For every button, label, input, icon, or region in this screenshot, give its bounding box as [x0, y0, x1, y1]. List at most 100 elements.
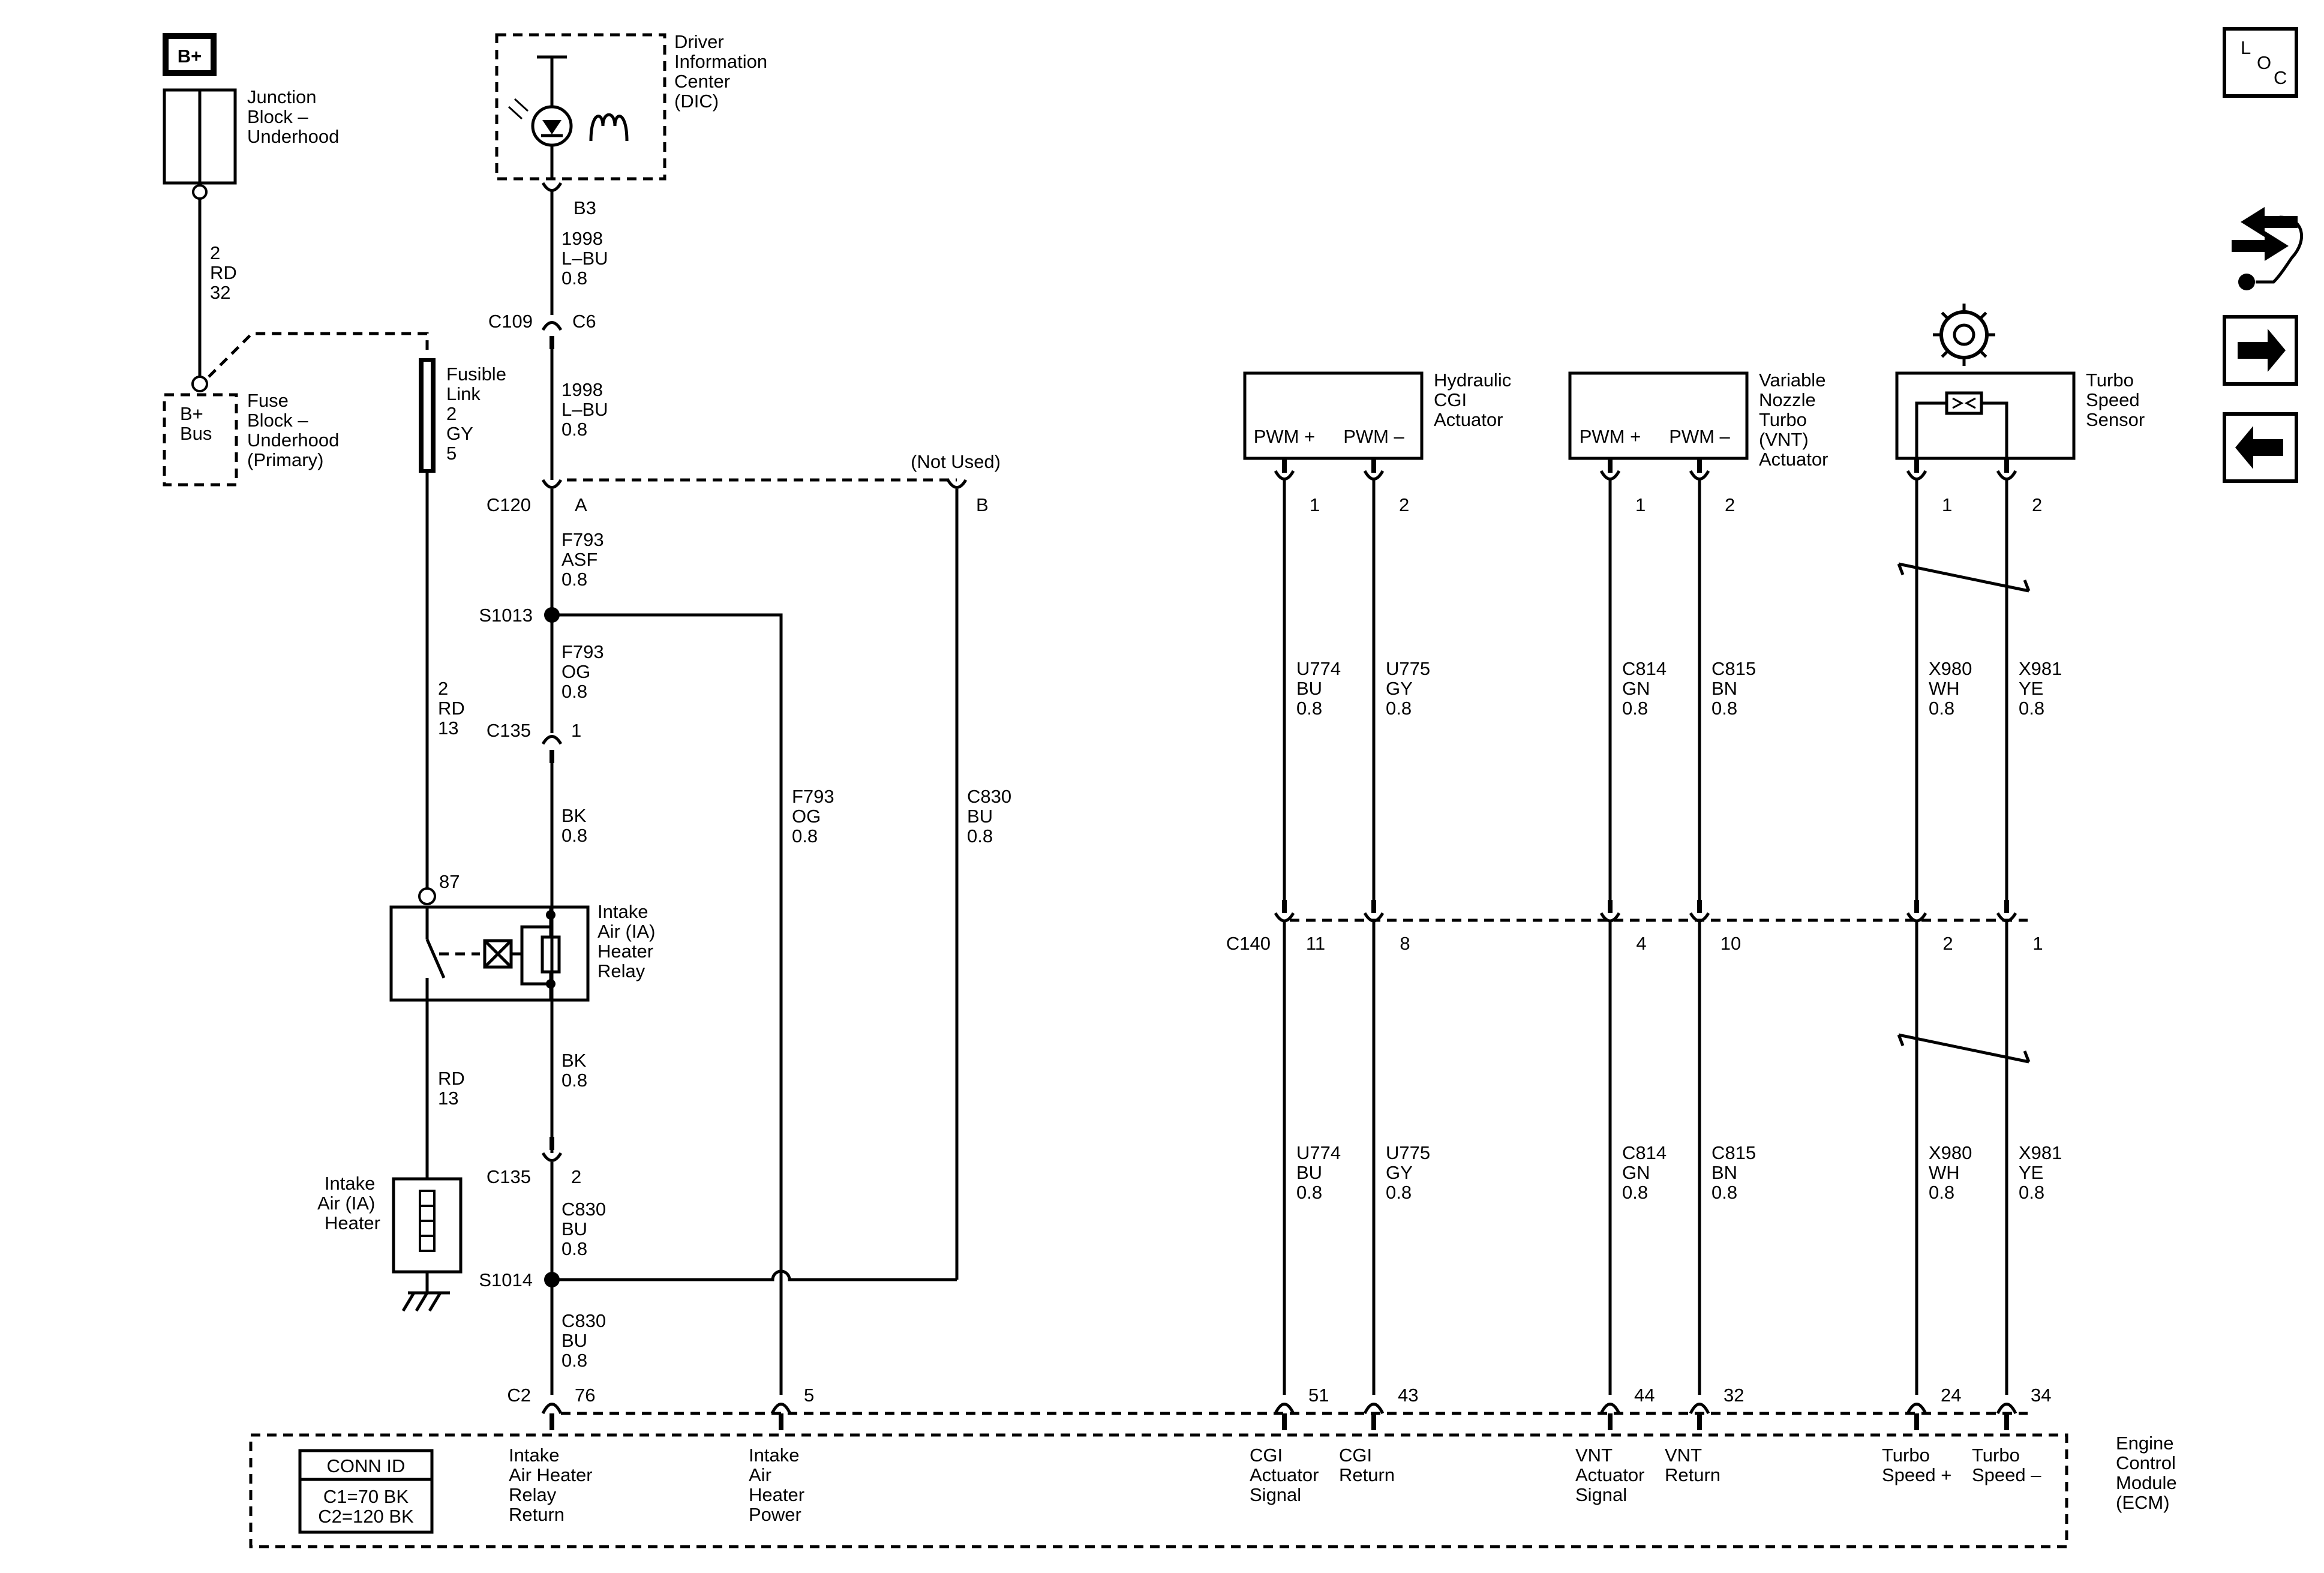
c120-pin-b: B [976, 494, 989, 515]
connector-swap-icon[interactable] [2232, 207, 2303, 290]
ecm-pin-5: 5 [804, 1385, 814, 1406]
wire-relay-heater-label: RD 13 [438, 1068, 470, 1109]
turbo-speed-sensor-pin-cup [1996, 470, 2017, 481]
c120-pin-a: A [575, 494, 587, 515]
c140-label: C140 [1226, 933, 1271, 954]
c109-pin: C6 [572, 311, 596, 332]
ecm-pin-number: 43 [1398, 1385, 1418, 1406]
c135-bot-label: C135 [487, 1166, 531, 1187]
fuse-block-underhood: B+ Bus Fuse Block – Underhood (Primary) [163, 332, 429, 487]
svg-text:C: C [2274, 67, 2287, 88]
ecm-pin-stub [1697, 1413, 1702, 1430]
dic-pin-b3: B3 [574, 197, 596, 218]
relay-label: Intake Air (IA) Heater Relay [597, 901, 660, 981]
fusible-link-label: Fusible Link 2 GY 5 [446, 364, 512, 464]
turbo-speed-sensor-pin-stub [2004, 458, 2009, 473]
c2-label: C2 [507, 1385, 531, 1406]
ecm-pin-number: 24 [1941, 1385, 1961, 1406]
sensor-lead [1915, 401, 1947, 458]
c140-pin-stub [1697, 900, 1702, 913]
not-used-label: (Not Used) [911, 451, 1001, 472]
junction-block-label: Junction Block – Underhood [247, 86, 339, 147]
wire-f793-og-label: F793 OG 0.8 [562, 641, 609, 702]
turbo-speed-sensor-pin-number: 2 [2032, 494, 2042, 515]
c140-pin-stub [1371, 900, 1376, 913]
wire-f793-branch-label: F793 OG 0.8 [792, 786, 839, 846]
turbo-speed-sensor-body [1895, 371, 2076, 460]
wire-1998-bottom-label: 1998 L–BU 0.8 [562, 379, 613, 440]
hydraulic-cgi-actuator-pin-cup [1274, 470, 1295, 481]
c140-pin-number: 4 [1636, 933, 1646, 954]
wire-c830-2-label: C830 BU 0.8 [562, 1310, 611, 1371]
battery-junction-block: B+ Junction Block – Underhood [163, 33, 339, 200]
twisted-pair-mark [1898, 1033, 2029, 1064]
ecm-pin-76: 76 [575, 1385, 595, 1406]
hydraulic-cgi-actuator-pin-number: 1 [1310, 494, 1320, 515]
twisted-pair-mark [1898, 562, 2029, 593]
hydraulic-cgi-actuator-pin-stub [1371, 458, 1376, 473]
c140-pin-number: 2 [1942, 933, 1953, 954]
c140-pin-number: 8 [1400, 933, 1410, 954]
wire-rd-13-label: 2 RD 13 [438, 678, 470, 739]
twisted-pair-mark [2023, 580, 2031, 592]
ecm-pin-cup [1906, 1403, 1927, 1415]
vnt-actuator-pin-stub [1608, 458, 1613, 473]
twisted-pair-mark [1897, 563, 1905, 575]
fuse-block-label: Fuse Block – Underhood (Primary) [247, 390, 344, 470]
ecm-pin-stub [1282, 1413, 1287, 1430]
conn-id-title: CONN ID [327, 1455, 406, 1476]
driver-information-center: Driver Information Center (DIC) [495, 31, 773, 181]
arrow-left-icon[interactable] [2223, 412, 2298, 483]
svg-text:O: O [2257, 52, 2271, 73]
wire-1998-top-label: 1998 L–BU 0.8 [562, 228, 613, 289]
vnt-actuator-pin-number: 1 [1635, 494, 1646, 515]
turbo-speed-sensor-pin-cup [1906, 470, 1927, 481]
ecm-pin-cup [1363, 1403, 1385, 1415]
ecm-pin-number: 51 [1308, 1385, 1329, 1406]
ecm-pin-stub [1608, 1413, 1613, 1430]
c140-pin-number: 11 [1306, 933, 1325, 954]
ecm-label-relay-return: Intake Air Heater Relay Return [509, 1445, 597, 1525]
turbo-speed-sensor-pin-stub [1914, 458, 1919, 473]
ecm-pin-number: 32 [1724, 1385, 1744, 1406]
ecm-pin-cup [1599, 1403, 1621, 1415]
twisted-pair-mark [1897, 1034, 1905, 1046]
c135-top-pin: 1 [571, 720, 581, 741]
bus-label: B+ Bus [180, 403, 212, 444]
arrow-right-icon[interactable] [2223, 315, 2298, 386]
ecm-pin-number: 34 [2031, 1385, 2051, 1406]
fusible-link: Fusible Link 2 GY 5 [419, 358, 512, 473]
ecm-pin-stub [1914, 1413, 1919, 1430]
c140-pin-stub [1914, 900, 1919, 913]
c140-pin-stub [1282, 900, 1287, 913]
dic-label: Driver Information Center (DIC) [674, 31, 773, 112]
vnt-actuator-pin-label: PWM + [1580, 426, 1641, 447]
c120-label: C120 [487, 494, 531, 515]
hydraulic-cgi-actuator-pin-cup [1363, 470, 1385, 481]
c140-pin-cup [1906, 912, 1927, 923]
vnt-actuator-pin-cup [1689, 470, 1710, 481]
c135-bot-pin: 2 [571, 1166, 581, 1187]
vnt-actuator-body [1568, 371, 1749, 460]
loc-icon[interactable]: L O C [2223, 27, 2298, 98]
hydraulic-cgi-actuator-pin-stub [1282, 458, 1287, 473]
ecm-label: Engine Control Module (ECM) [2116, 1433, 2182, 1513]
wire-bk-1-label: BK 0.8 [562, 805, 591, 846]
sensor-lead [1981, 401, 2008, 458]
c140-pin-number: 10 [1721, 933, 1741, 954]
